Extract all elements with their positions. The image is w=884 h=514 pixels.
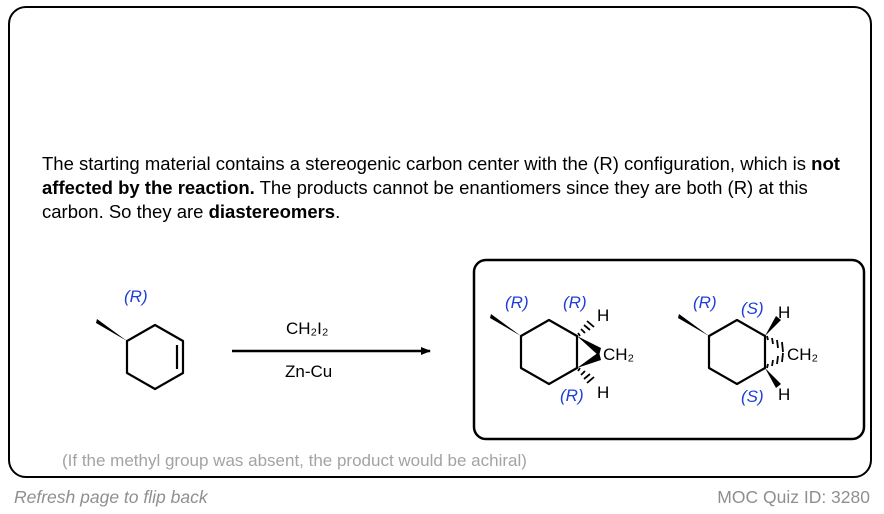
reaction-arrow: CH₂I₂ Zn-Cu <box>232 319 431 381</box>
hydrogen-label: H <box>778 385 790 404</box>
hydrogen-label: H <box>597 306 609 325</box>
cyclohexene-ring <box>125 323 185 391</box>
hash-bond-bottom <box>577 367 595 384</box>
cyclohexane-ring <box>707 318 767 386</box>
hydrogen-wedge <box>765 316 781 336</box>
cyclopropane-wedge <box>577 336 601 356</box>
methyl-wedge <box>96 319 127 341</box>
hydrogen-label: H <box>597 383 609 402</box>
hash-bond-bottom <box>766 352 784 369</box>
products-box <box>472 258 866 441</box>
cyclohexane-ring <box>519 318 579 386</box>
stereo-label-r: (R) <box>693 293 717 312</box>
hydrogen-wedge <box>765 368 781 388</box>
cyclopropane-wedge <box>577 352 601 368</box>
stereo-label-r: (R) <box>505 293 529 312</box>
explanation-emphasis: not affected by the reaction. <box>42 153 840 198</box>
ch2-label: CH₂ <box>787 345 818 364</box>
product-1: H H CH₂ (R) (R) (R) <box>490 293 634 405</box>
explanation-part: . <box>335 201 341 222</box>
explanation-part: The starting material contains a stereog… <box>42 153 812 174</box>
stereo-label-s: (S) <box>741 387 764 406</box>
starting-material: (R) <box>96 287 185 391</box>
product-2: H H CH₂ (R) (S) (S) <box>678 293 818 406</box>
explanation-emphasis: diastereomers <box>208 201 336 222</box>
methyl-note: (If the methyl group was absent, the pro… <box>62 451 527 470</box>
explanation-text: The starting material contains a stereog… <box>42 152 842 224</box>
stereo-label-r: (R) <box>560 386 584 405</box>
ch2-label: CH₂ <box>603 345 634 364</box>
stereo-label-r: (R) <box>563 293 587 312</box>
stereo-label-r: (R) <box>124 287 148 306</box>
methyl-wedge <box>678 314 709 336</box>
methyl-wedge <box>490 314 521 336</box>
reagent-zn-cu: Zn-Cu <box>285 362 332 381</box>
refresh-hint: Refresh page to flip back <box>14 487 208 507</box>
reagent-ch2i2: CH₂I₂ <box>286 319 328 338</box>
hash-bond-top <box>766 335 784 353</box>
explanation-part: The products cannot be enantiomers since… <box>42 177 808 222</box>
hydrogen-label: H <box>778 303 790 322</box>
quiz-id: MOC Quiz ID: 3280 <box>717 487 870 507</box>
hash-bond-top <box>577 320 595 337</box>
stereo-label-s: (S) <box>741 299 764 318</box>
quiz-card[interactable] <box>8 6 872 478</box>
